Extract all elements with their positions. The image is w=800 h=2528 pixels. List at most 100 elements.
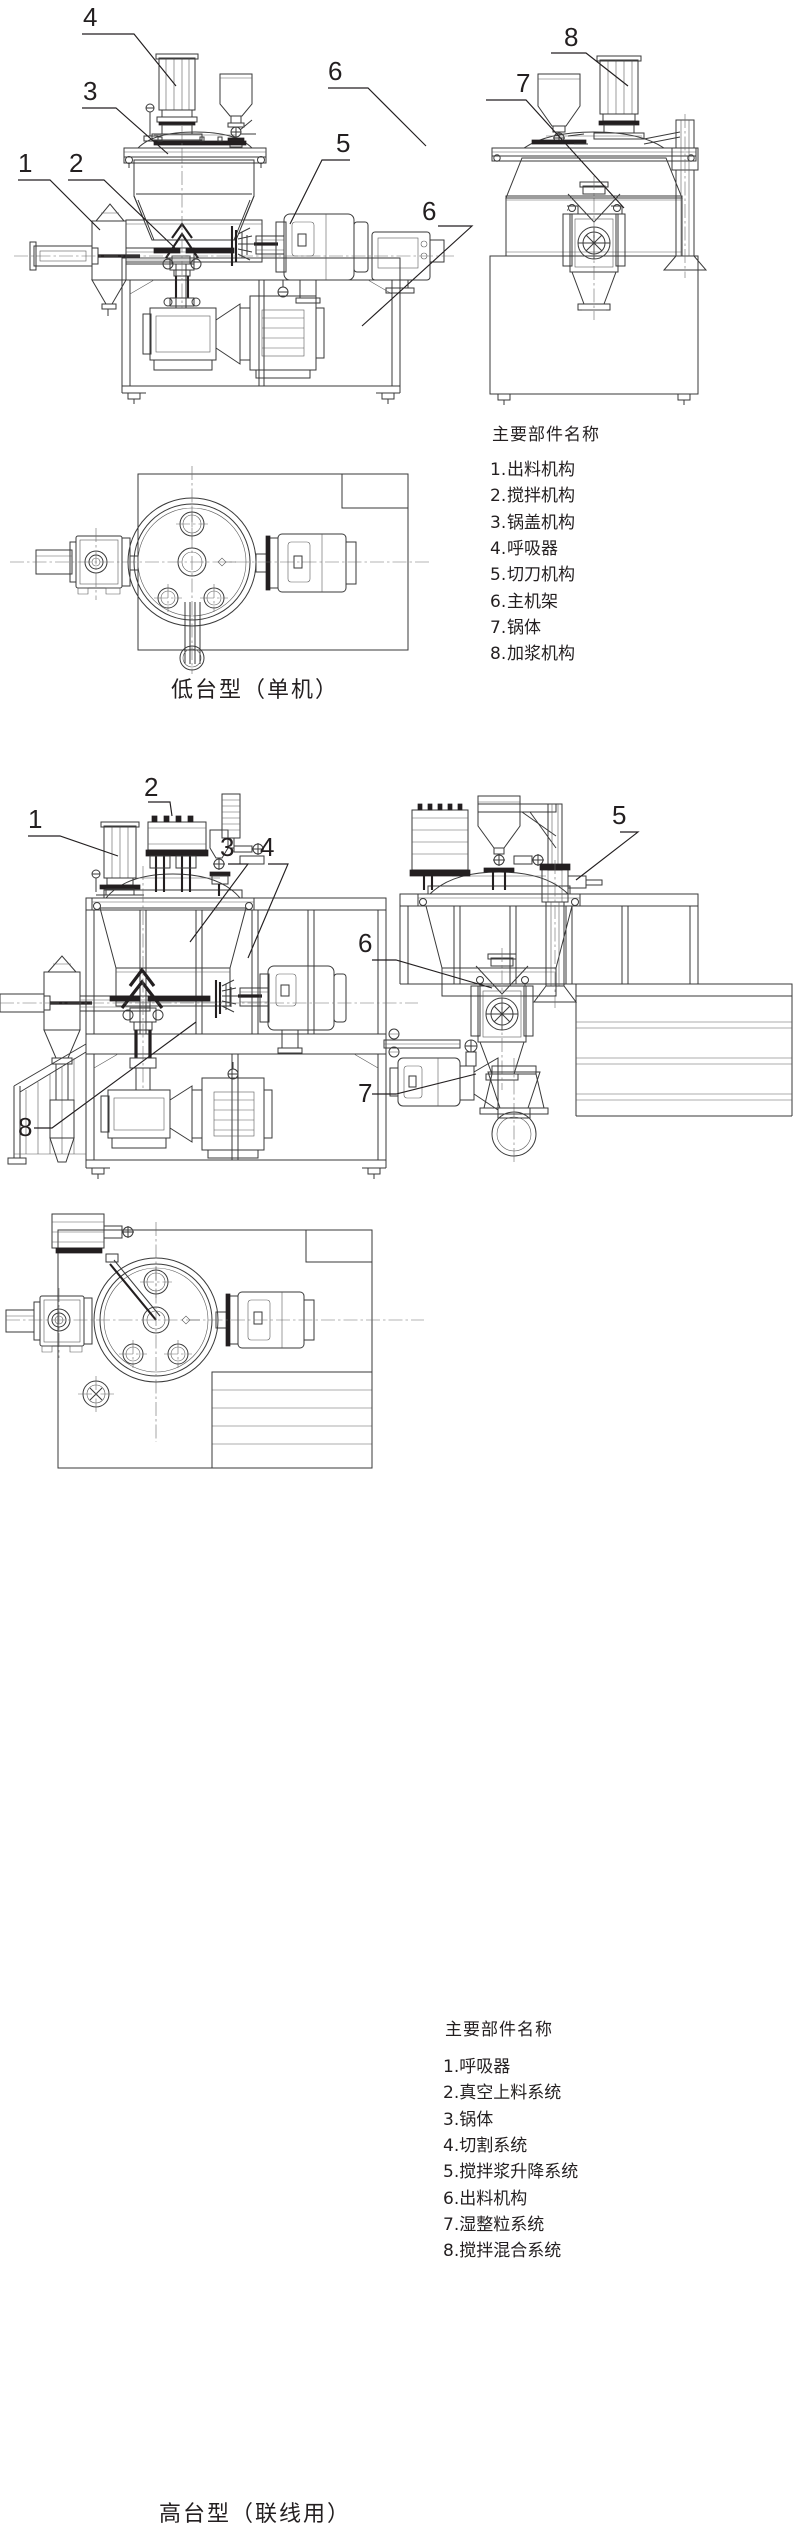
callout-2-number: 2 [69, 148, 83, 178]
legend-high-num-3: 3 [443, 2110, 459, 2130]
legend-high-num-2: 2 [443, 2083, 459, 2103]
high-callout-4-number: 4 [260, 832, 274, 862]
legend-low-num-4: 4 [490, 536, 507, 562]
low-platform-front-elevation: 4 3 1 2 5 [14, 2, 454, 404]
legend-low-platform: 主要部件名称 1出料机构 2搅拌机构 3锅盖机构 4呼吸器 5切刀机构 6主机架… [490, 420, 600, 668]
legend-low-num-8: 8 [490, 641, 507, 667]
callout-6-number: 6 [328, 56, 342, 86]
legend-low-num-3: 3 [490, 510, 507, 536]
callout-7-number: 7 [516, 68, 530, 98]
callout-6: 6 [328, 56, 427, 147]
legend-high-list: 1呼吸器 2真空上料系统 3锅体 4切割系统 5搅拌浆升降系统 6出料机构 7湿… [443, 2054, 578, 2265]
legend-low-num-2: 2 [490, 483, 507, 509]
agitator-mechanism [153, 222, 235, 307]
caption-high-platform: 高台型（联线用） [158, 2502, 351, 2527]
legend-high-num-5: 5 [443, 2162, 459, 2182]
legend-low-label-7: 锅体 [507, 618, 541, 639]
callout-1-number: 1 [18, 148, 32, 178]
high-callout-2: 2 [144, 772, 173, 817]
legend-low-num-7: 7 [490, 615, 507, 641]
legend-high-label-3: 锅体 [459, 2109, 494, 2130]
legend-low-label-8: 加浆机构 [507, 644, 575, 665]
legend-high-item-7: 7湿整粒系统 [443, 2212, 578, 2238]
cutter-mechanism [230, 213, 369, 304]
high-plan-motor-module [215, 1291, 315, 1349]
legend-high-item-4: 4切割系统 [443, 2133, 578, 2159]
callout-2: 2 [68, 148, 177, 250]
callout-6-number-main: 6 [422, 196, 436, 226]
low-platform-top-plan-view [10, 466, 430, 674]
high-callout-6: 6 [358, 928, 493, 989]
callout-4-number: 4 [83, 2, 97, 32]
callout-1: 1 [18, 148, 101, 231]
legend-high-title: 主要部件名称 [445, 2020, 553, 2040]
high-drive-assembly [100, 1062, 273, 1159]
legend-low-item-1: 1出料机构 [490, 457, 600, 483]
legend-low-item-4: 4呼吸器 [490, 536, 600, 562]
legend-high-item-5: 5搅拌浆升降系统 [443, 2159, 578, 2185]
legend-low-item-6: 6主机架 [490, 589, 600, 615]
high-callout-7-number: 7 [358, 1078, 372, 1108]
high-callout-3: 3 [189, 832, 250, 943]
high-breather-unit [91, 821, 144, 896]
legend-high-num-7: 7 [443, 2215, 459, 2235]
high-bowl-body [91, 873, 255, 1007]
breather-unit [143, 53, 203, 142]
legend-high-num-4: 4 [443, 2136, 459, 2156]
legend-low-label-4: 呼吸器 [507, 539, 558, 560]
high-callout-6-number: 6 [358, 928, 372, 958]
slurry-hopper-side [531, 73, 588, 145]
legend-high-num-8: 8 [443, 2241, 459, 2261]
legend-high-item-2: 2真空上料系统 [443, 2080, 578, 2106]
callout-4: 4 [82, 2, 177, 87]
legend-high-label-1: 呼吸器 [459, 2057, 511, 2077]
legend-high-num-1: 1 [443, 2057, 459, 2077]
low-platform-callout-6-group: 6 [361, 196, 474, 327]
vacuum-feed-system [145, 793, 265, 896]
section-high-platform: 1 2 3 4 8 [0, 772, 800, 2527]
legend-high-item-3: 3锅体 [443, 2107, 578, 2133]
legend-high-item-6: 6出料机构 [443, 2186, 578, 2212]
low-platform-side-elevation: 8 6 7 [328, 22, 708, 405]
plan-motor-module [255, 533, 357, 593]
lid-nozzle-bar [153, 136, 247, 146]
legend-high-item-1: 1呼吸器 [443, 2054, 578, 2080]
wet-granulator-system [383, 1028, 549, 1162]
legend-low-item-3: 3锅盖机构 [490, 510, 600, 536]
legend-high-label-7: 湿整粒系统 [459, 2215, 545, 2236]
high-callout-7: 7 [358, 1073, 477, 1108]
high-side-bowl [417, 871, 581, 997]
high-plan-discharge-module [5, 1288, 114, 1412]
legend-low-title: 主要部件名称 [492, 425, 600, 445]
main-frame [121, 257, 401, 404]
drawing-page: 4 3 1 2 5 [0, 0, 800, 1767]
legend-low-label-3: 锅盖机构 [507, 512, 575, 533]
high-plan-outline [57, 1229, 373, 1469]
plan-frame-outline [137, 473, 409, 651]
high-callout-8-number: 8 [18, 1112, 32, 1142]
plan-discharge-module [35, 528, 138, 600]
legend-low-item-2: 2搅拌机构 [490, 483, 600, 509]
legend-low-label-2: 搅拌机构 [507, 486, 575, 507]
callout-3: 3 [82, 76, 169, 155]
legend-low-num-6: 6 [490, 589, 507, 615]
legend-low-item-7: 7锅体 [490, 615, 600, 641]
caption-low-platform: 低台型（单机） [170, 678, 339, 703]
high-callout-5: 5 [575, 800, 640, 881]
legend-high-label-8: 搅拌混合系统 [459, 2241, 562, 2262]
high-callout-8: 8 [18, 1021, 197, 1142]
legend-high-label-5: 搅拌浆升降系统 [459, 2162, 579, 2183]
drive-gearbox-assembly [142, 280, 325, 379]
high-plan-feeder-cluster [51, 1213, 134, 1263]
legend-low-label-6: 主机架 [507, 591, 558, 612]
high-side-frame [399, 893, 793, 1117]
access-staircase [7, 1043, 87, 1165]
callout-5-number: 5 [336, 128, 350, 158]
high-cutter-system [214, 965, 347, 1054]
legend-low-label-5: 切刀机构 [507, 565, 575, 586]
legend-low-label-1: 出料机构 [507, 460, 575, 480]
high-platform-front-elevation: 1 2 3 4 8 [0, 772, 418, 1179]
high-callout-1: 1 [28, 804, 119, 857]
legend-high-label-6: 出料机构 [459, 2188, 528, 2209]
legend-high-num-6: 6 [443, 2189, 459, 2209]
